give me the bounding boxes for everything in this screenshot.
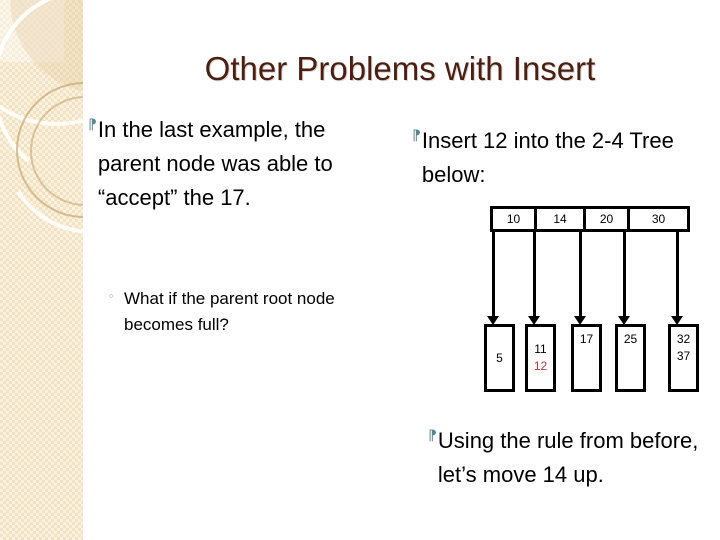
root-key-cell: 10: [493, 209, 537, 229]
tree-edge-arrowhead-icon: [671, 316, 683, 325]
leaf-value: 25: [623, 332, 638, 346]
decorative-side-band: [0, 0, 83, 540]
tree-root-node: 10 14 20 30: [490, 206, 690, 232]
tree-edge: [533, 232, 536, 318]
tree-edge: [579, 232, 582, 318]
left-sub-bullet-text: What if the parent root node becomes ful…: [124, 289, 335, 334]
leaf-value: 11: [534, 342, 547, 356]
left-bullet-text: In the last example, the parent node was…: [97, 117, 333, 210]
hollow-circle-bullet-icon: ◦: [108, 290, 115, 303]
bottom-bullet-text: Using the rule from before, let’s move 1…: [437, 428, 699, 487]
two-four-tree-diagram: 10 14 20 30 5 11 12 17 25: [484, 200, 699, 392]
tree-leaf-node: 25: [615, 324, 646, 392]
tree-leaf-node: 32 37: [668, 324, 699, 392]
right-bullet-item: ⁋ Insert 12 into the 2-4 Tree below:: [412, 124, 692, 192]
tree-leaf-node: 5: [484, 324, 515, 392]
root-key-cell: 14: [537, 209, 586, 229]
tree-edge: [676, 232, 679, 318]
tree-leaf-node: 17: [571, 324, 602, 392]
fleuron-bullet-icon: ⁋: [412, 128, 421, 144]
page-title: Other Problems with Insert: [204, 50, 596, 87]
tree-edge-arrowhead-icon: [487, 316, 499, 325]
leaf-value: 17: [579, 332, 594, 346]
tree-edge: [492, 232, 495, 318]
bottom-bullet-item: ⁋ Using the rule from before, let’s move…: [428, 424, 720, 492]
fleuron-bullet-icon: ⁋: [428, 428, 437, 444]
leaf-value: 37: [676, 349, 691, 363]
tree-edge-arrowhead-icon: [528, 316, 540, 325]
tree-edge-arrowhead-icon: [618, 316, 630, 325]
tree-leaf-node: 11 12: [525, 324, 556, 392]
root-key-cell: 20: [586, 209, 630, 229]
root-key-cell: 30: [651, 212, 666, 226]
left-sub-bullet-item: ◦ What if the parent root node becomes f…: [108, 286, 368, 338]
tree-edge: [623, 232, 626, 318]
leaf-value: 32: [676, 332, 691, 346]
right-bullet-text: Insert 12 into the 2-4 Tree below:: [421, 128, 674, 187]
fleuron-bullet-icon: ⁋: [88, 117, 97, 133]
leaf-value: 5: [496, 350, 503, 365]
leaf-value-inserted: 12: [533, 359, 548, 373]
tree-edge-arrowhead-icon: [574, 316, 586, 325]
left-bullet-item: ⁋ In the last example, the parent node w…: [88, 113, 358, 215]
